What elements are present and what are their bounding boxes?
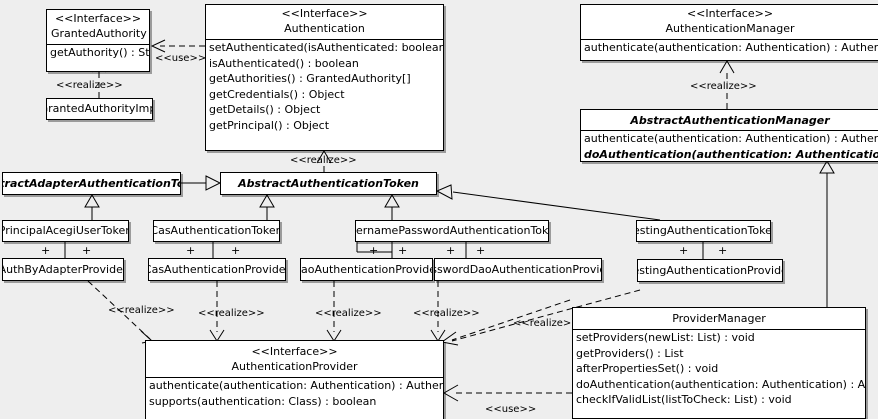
class-name: PasswordDaoAuthenticationProvider — [435, 262, 601, 276]
compartment-separator — [581, 130, 878, 131]
class-name: PrincipalAcegiUserToken — [2, 224, 129, 237]
stereotype-label: <<Interface>> — [251, 345, 338, 358]
class-name: GrantedAuthorityImpl — [46, 102, 152, 115]
multiplicity-marker: + — [41, 244, 51, 257]
class-testing-authentication-token[interactable]: TestingAuthenticationToken — [636, 220, 771, 242]
class-name: AuthenticationProvider — [231, 360, 358, 373]
class-abstract-authentication-token[interactable]: AbstractAuthenticationToken — [220, 172, 437, 195]
class-name: CasAuthenticationProvider — [148, 262, 286, 276]
multiplicity-marker: + — [186, 244, 196, 257]
class-name: GrantedAuthority — [51, 27, 147, 40]
compartment-separator — [206, 39, 443, 40]
operation-row: getProviders() : List — [576, 346, 684, 360]
multiplicity-marker: + — [679, 244, 689, 257]
class-header: <<Interface>> GrantedAuthority — [47, 10, 149, 44]
class-header: <<Interface>> AuthenticationProvider — [146, 341, 443, 377]
class-auth-by-adapter-provider[interactable]: AuthByAdapterProvider — [2, 258, 124, 281]
operations-compartment: authenticate(authentication: Authenticat… — [581, 40, 878, 56]
operation-row: authenticate(authentication: Authenticat… — [584, 132, 878, 145]
compartment-separator — [581, 39, 878, 40]
operation-row: getDetails() : Object — [209, 103, 321, 116]
multiplicity-marker: + — [476, 244, 486, 257]
relationship-label-realize-granted-authority-impl: <<realize>> — [56, 80, 123, 91]
operation-row: getAuthority() : String — [50, 46, 150, 59]
stereotype-label: <<Interface>> — [281, 7, 368, 20]
class-name: TestingAuthenticationToken — [637, 224, 770, 237]
class-authentication-provider[interactable]: <<Interface>> AuthenticationProvider aut… — [145, 340, 444, 419]
class-password-dao-authentication-provider[interactable]: PasswordDaoAuthenticationProvider — [434, 258, 602, 281]
class-name: AuthByAdapterProvider — [2, 262, 124, 276]
class-provider-manager[interactable]: ProviderManager setProviders(newList: Li… — [572, 307, 866, 419]
multiplicity-marker: + — [718, 244, 728, 257]
relationship-label-realize-auth-by-adapter: <<realize>> — [108, 305, 175, 316]
class-dao-authentication-provider[interactable]: DaoAuthenticationProvider — [300, 258, 433, 281]
operation-row: supports(authentication: Class) : boolea… — [149, 394, 377, 408]
class-authentication-manager[interactable]: <<Interface>> AuthenticationManager auth… — [580, 4, 878, 61]
multiplicity-marker: + — [446, 244, 456, 257]
class-name: AbstractAuthenticationToken — [238, 176, 419, 190]
class-name: DaoAuthenticationProvider — [300, 262, 432, 276]
compartment-separator — [146, 377, 443, 378]
operation-row: doAuthentication(authentication: Authent… — [576, 377, 866, 391]
class-header: ProviderManager — [573, 308, 865, 329]
operation-row: isAuthenticated() : boolean — [209, 56, 359, 70]
multiplicity-marker: + — [369, 244, 379, 257]
class-cas-authentication-token[interactable]: CasAuthenticationToken — [153, 220, 280, 242]
class-name: AuthenticationManager — [665, 22, 795, 35]
class-abstract-adapter-authentication-token[interactable]: AbstractAdapterAuthenticationToken — [2, 172, 181, 195]
operations-compartment: authenticate(authentication: Authenticat… — [146, 378, 443, 409]
class-name: AbstractAuthenticationManager — [630, 114, 830, 127]
operations-compartment: setProviders(newList: List) : void getPr… — [573, 330, 865, 408]
compartment-separator — [47, 44, 149, 45]
operations-compartment: setAuthenticated(isAuthenticated: boolea… — [206, 40, 443, 133]
class-granted-authority-impl[interactable]: GrantedAuthorityImpl — [46, 98, 153, 120]
relationship-label-realize-password-dao-provider: <<realize>> — [413, 308, 480, 319]
operation-row: setAuthenticated(isAuthenticated: boolea… — [209, 41, 443, 54]
operations-compartment: getAuthority() : String — [47, 45, 149, 61]
relationship-label-realize-abstract-token: <<realize>> — [290, 155, 357, 166]
operation-row: getCredentials() : Object — [209, 87, 345, 101]
stereotype-label: <<Interface>> — [686, 7, 774, 20]
operation-row: getAuthorities() : GrantedAuthority[] — [209, 72, 411, 85]
multiplicity-marker: + — [398, 244, 408, 257]
stereotype-label: <<Interface>> — [54, 12, 142, 25]
class-name: UsernamePasswordAuthenticationToken — [356, 224, 549, 237]
relationship-label-realize-abstract-manager: <<realize>> — [690, 81, 757, 92]
class-principal-acegi-user-token[interactable]: PrincipalAcegiUserToken — [2, 220, 129, 242]
class-header: <<Interface>> Authentication — [206, 5, 443, 39]
class-name: Authentication — [284, 22, 365, 35]
relationship-label-realize-dao-provider: <<realize>> — [315, 308, 382, 319]
relationship-label-realize-testing-provider: <<realize>> — [513, 318, 580, 329]
class-cas-authentication-provider[interactable]: CasAuthenticationProvider — [148, 258, 286, 281]
operation-row: setProviders(newList: List) : void — [576, 331, 755, 344]
operation-row: authenticate(authentication: Authenticat… — [149, 379, 443, 392]
class-name: ProviderManager — [672, 312, 766, 325]
relationship-label-realize-cas-provider: <<realize>> — [198, 308, 265, 319]
operation-row: afterPropertiesSet() : void — [576, 362, 719, 375]
compartment-separator — [573, 329, 865, 330]
class-authentication[interactable]: <<Interface>> Authentication setAuthenti… — [205, 4, 444, 151]
class-name: AbstractAdapterAuthenticationToken — [3, 176, 180, 190]
relationship-label-use-granted-authority: <<use>> — [155, 53, 207, 64]
operation-row: authenticate(authentication: Authenticat… — [584, 41, 878, 54]
operation-row: doAuthentication(authentication: Authent… — [584, 147, 878, 161]
multiplicity-marker: + — [231, 244, 241, 257]
class-header: <<Interface>> AuthenticationManager — [581, 5, 878, 39]
class-name: CasAuthenticationToken — [153, 224, 280, 237]
class-name: TestingAuthenticationProvider — [638, 263, 782, 277]
operation-row: getPrincipal() : Object — [209, 118, 330, 132]
class-header: AbstractAuthenticationManager — [581, 110, 878, 130]
class-username-password-authentication-token[interactable]: UsernamePasswordAuthenticationToken — [355, 220, 549, 242]
operations-compartment: authenticate(authentication: Authenticat… — [581, 131, 878, 161]
class-granted-authority[interactable]: <<Interface>> GrantedAuthority getAuthor… — [46, 9, 150, 72]
class-testing-authentication-provider[interactable]: TestingAuthenticationProvider — [637, 259, 783, 282]
multiplicity-marker: + — [82, 244, 92, 257]
class-abstract-authentication-manager[interactable]: AbstractAuthenticationManager authentica… — [580, 109, 878, 162]
operation-row: checkIfValidList(listToCheck: List) : vo… — [576, 393, 792, 406]
relationship-label-use-provider-manager: <<use>> — [485, 404, 537, 415]
